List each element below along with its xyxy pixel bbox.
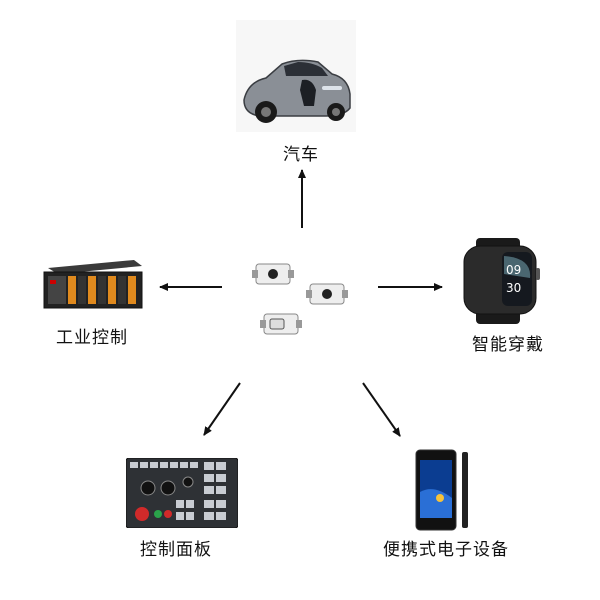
watch-minute-text: 30 (506, 281, 521, 295)
center-switches-image (248, 258, 358, 340)
label-portable: 便携式电子设备 (383, 540, 509, 560)
label-panel: 控制面板 (140, 540, 212, 560)
arrow-to-portable (362, 382, 401, 437)
label-industrial: 工业控制 (56, 328, 128, 348)
label-car: 汽车 (283, 145, 319, 165)
industrial-control-image (38, 254, 148, 314)
control-panel-image (126, 458, 238, 528)
label-wearable: 智能穿戴 (472, 335, 544, 355)
switch-icon (260, 313, 302, 335)
smartwatch-image: 09 30 (458, 238, 558, 324)
car-image (236, 20, 356, 132)
phone-image (414, 448, 474, 532)
switch-icon (252, 263, 294, 285)
watch-hour-text: 09 (506, 263, 521, 277)
arrow-to-panel (203, 382, 241, 436)
switch-icon (306, 283, 348, 305)
